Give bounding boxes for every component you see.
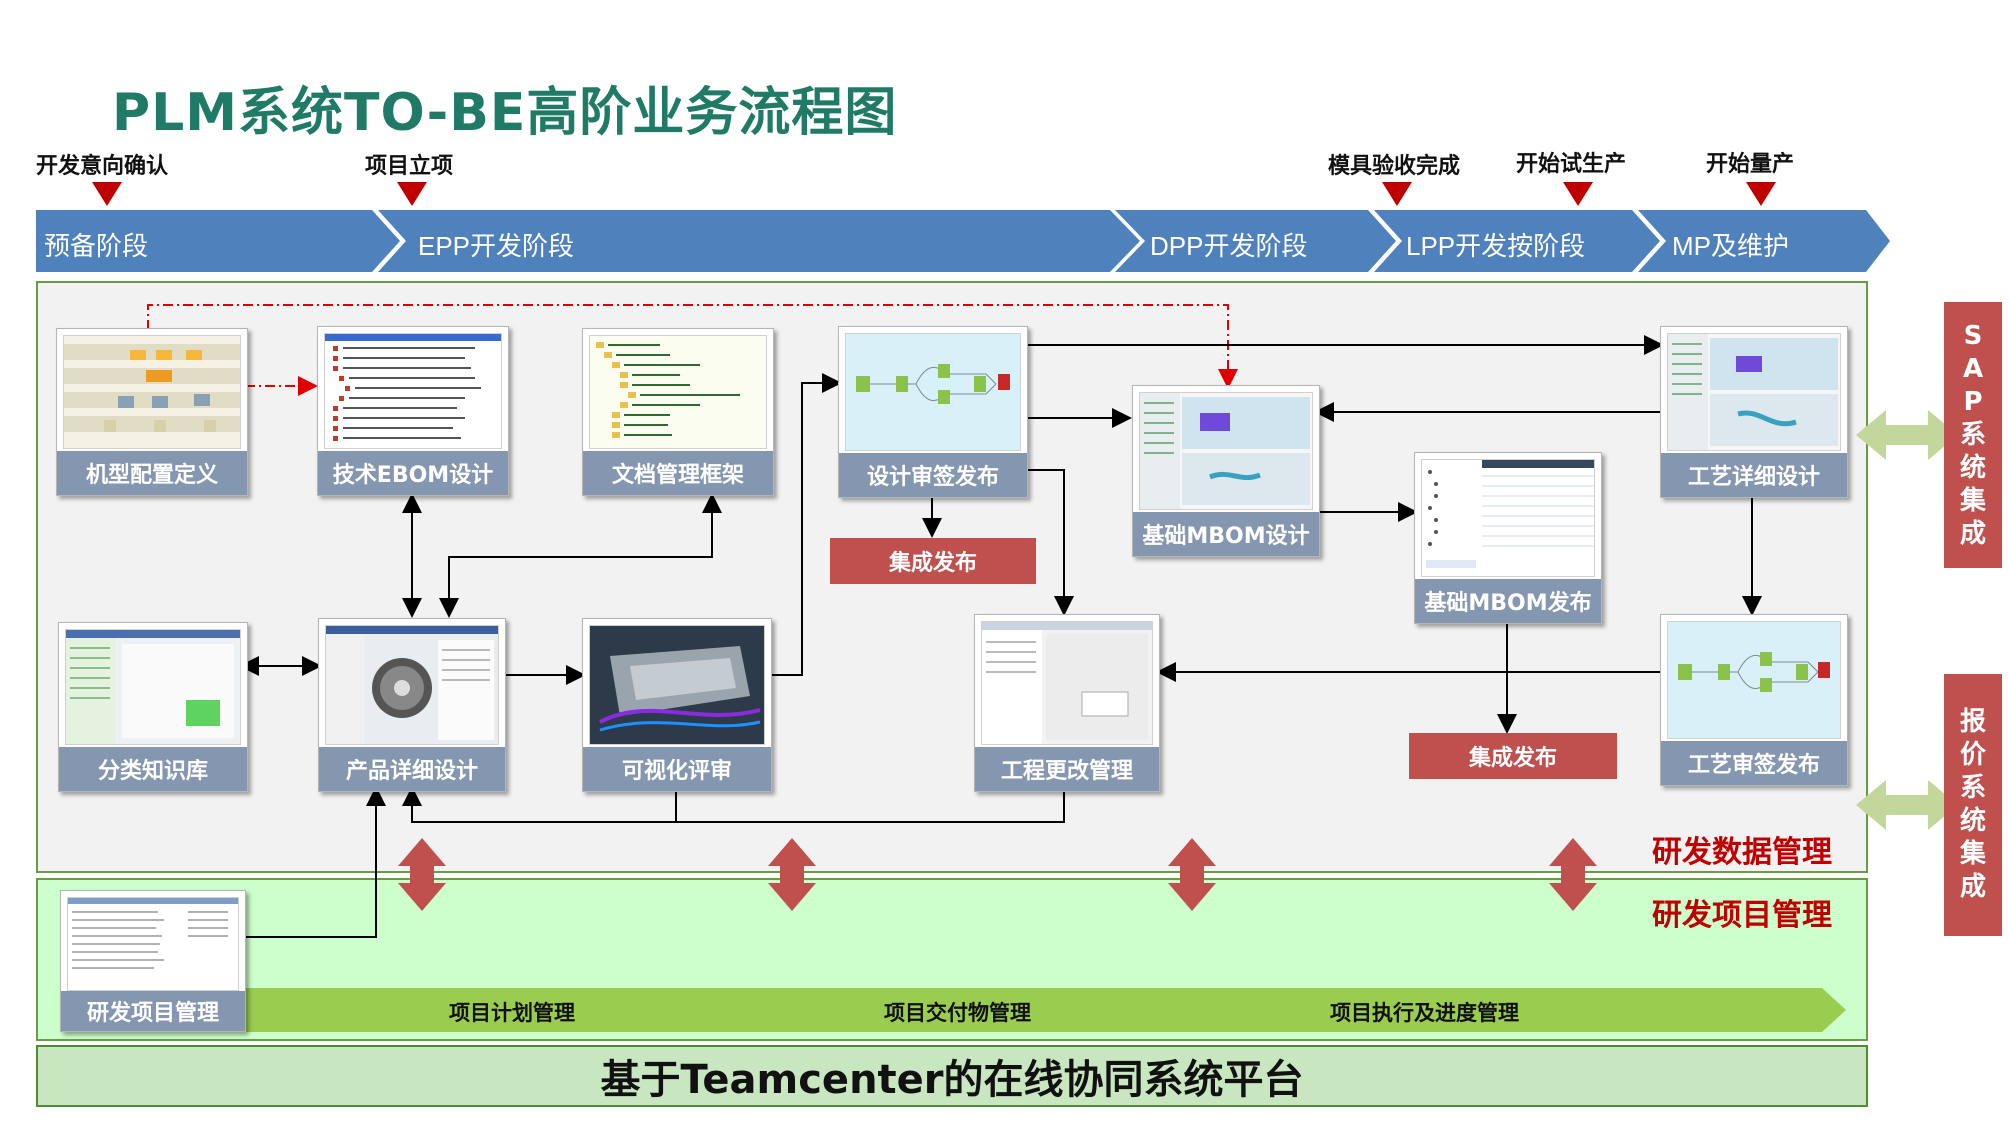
- screenshot-thumbnail: [589, 335, 767, 449]
- node-label: 产品详细设计: [319, 747, 505, 791]
- phase-preparation: [36, 210, 400, 272]
- phase-mp: [1638, 210, 1890, 272]
- milestone-label: 模具验收完成: [1328, 154, 1461, 179]
- screenshot-thumbnail: [589, 625, 765, 745]
- rd-project-label: 研发项目管理: [1652, 898, 1832, 933]
- phase-label: 预备阶段: [44, 231, 149, 261]
- page-title: PLM系统TO-BE高阶业务流程图: [112, 83, 898, 143]
- side-char: S: [1963, 320, 1983, 351]
- milestone-label: 开始量产: [1706, 152, 1795, 177]
- platform-bar: 基于Teamcenter的在线协同系统平台: [36, 1045, 1868, 1107]
- screenshot-thumbnail: [1667, 333, 1841, 451]
- phase-chevrons: [36, 210, 1890, 272]
- phase-epp: [378, 210, 1140, 272]
- project-band-label: 项目执行及进度管理: [1330, 1001, 1519, 1025]
- side-char: P: [1963, 386, 1983, 417]
- screenshot-thumbnail: [1421, 459, 1595, 577]
- milestone-marker-icon: [1382, 182, 1412, 206]
- node-mbom-release[interactable]: 基础MBOM发布: [1414, 452, 1602, 624]
- node-ecm[interactable]: 工程更改管理: [974, 614, 1160, 792]
- side-char: A: [1962, 353, 1984, 384]
- integration-arrow-icon: [1856, 410, 1958, 830]
- node-label: 工程更改管理: [975, 747, 1159, 791]
- quote-integration-box[interactable]: 报 价 系 统 集 成: [1944, 674, 2002, 936]
- node-label: 基础MBOM发布: [1415, 579, 1601, 623]
- side-char: 报: [1959, 707, 1986, 737]
- side-char: 成: [1959, 872, 1986, 902]
- side-char: 成: [1959, 518, 1986, 549]
- side-char: 统: [1959, 806, 1986, 836]
- side-char: 系: [1959, 773, 1986, 803]
- node-label: 技术EBOM设计: [318, 451, 508, 495]
- milestone-label: 开始试生产: [1516, 152, 1627, 177]
- node-design-review-release[interactable]: 设计审签发布: [838, 326, 1028, 498]
- node-label: 文档管理框架: [583, 451, 773, 495]
- milestone-label: 开发意向确认: [36, 154, 169, 179]
- panel-link-icon: [398, 838, 1597, 911]
- node-label: 工艺审签发布: [1661, 741, 1847, 785]
- node-label: 工艺详细设计: [1661, 453, 1847, 497]
- side-char: 系: [1959, 419, 1986, 450]
- phase-label: DPP开发阶段: [1150, 231, 1308, 261]
- screenshot-thumbnail: [325, 625, 499, 745]
- milestone-markers: [92, 182, 1776, 206]
- node-visual-review[interactable]: 可视化评审: [582, 618, 772, 792]
- node-model-config[interactable]: 机型配置定义: [56, 328, 248, 496]
- screenshot-thumbnail: [67, 897, 239, 991]
- phase-lpp: [1374, 210, 1660, 272]
- node-process-release[interactable]: 工艺审签发布: [1660, 614, 1848, 786]
- phase-bar: [36, 182, 1890, 272]
- milestone-marker-icon: [397, 182, 427, 206]
- side-char: 价: [1959, 740, 1986, 770]
- screenshot-thumbnail: [63, 335, 241, 449]
- screenshot-thumbnail: [981, 621, 1153, 745]
- phase-label: EPP开发阶段: [418, 231, 575, 261]
- node-label: 可视化评审: [583, 747, 771, 791]
- milestone-marker-icon: [1563, 182, 1593, 206]
- node-label: 机型配置定义: [57, 451, 247, 495]
- node-label: 设计审签发布: [839, 453, 1027, 497]
- screenshot-thumbnail: [845, 333, 1021, 451]
- screenshot-thumbnail: [65, 629, 241, 745]
- screenshot-thumbnail: [324, 333, 502, 449]
- node-label: 分类知识库: [59, 747, 247, 791]
- milestone-marker-icon: [1746, 182, 1776, 206]
- project-band-label: 项目交付物管理: [884, 1001, 1031, 1025]
- integrated-release-button[interactable]: 集成发布: [1409, 733, 1617, 779]
- project-band-label: 项目计划管理: [449, 1001, 575, 1025]
- phase-label: MP及维护: [1672, 231, 1790, 261]
- side-char: 集: [1959, 485, 1986, 516]
- sap-integration-box[interactable]: S A P 系 统 集 成: [1944, 302, 2002, 568]
- node-doc-framework[interactable]: 文档管理框架: [582, 328, 774, 496]
- node-process-detail[interactable]: 工艺详细设计: [1660, 326, 1848, 498]
- milestone-marker-icon: [92, 182, 122, 206]
- phase-label: LPP开发按阶段: [1406, 231, 1586, 261]
- node-classification[interactable]: 分类知识库: [58, 622, 248, 792]
- rd-data-label: 研发数据管理: [1652, 835, 1832, 870]
- node-project-mgmt[interactable]: 研发项目管理: [60, 890, 246, 1032]
- node-tech-ebom[interactable]: 技术EBOM设计: [317, 326, 509, 496]
- milestone-label: 项目立项: [365, 154, 454, 179]
- screenshot-thumbnail: [1139, 392, 1313, 510]
- node-label: 研发项目管理: [61, 991, 245, 1031]
- integrated-release-button[interactable]: 集成发布: [830, 538, 1036, 584]
- side-char: 集: [1959, 839, 1986, 869]
- node-product-detail[interactable]: 产品详细设计: [318, 618, 506, 792]
- phase-dpp: [1115, 210, 1396, 272]
- node-label: 基础MBOM设计: [1133, 512, 1319, 556]
- node-mbom-design[interactable]: 基础MBOM设计: [1132, 385, 1320, 557]
- side-char: 统: [1959, 452, 1986, 483]
- screenshot-thumbnail: [1667, 621, 1841, 739]
